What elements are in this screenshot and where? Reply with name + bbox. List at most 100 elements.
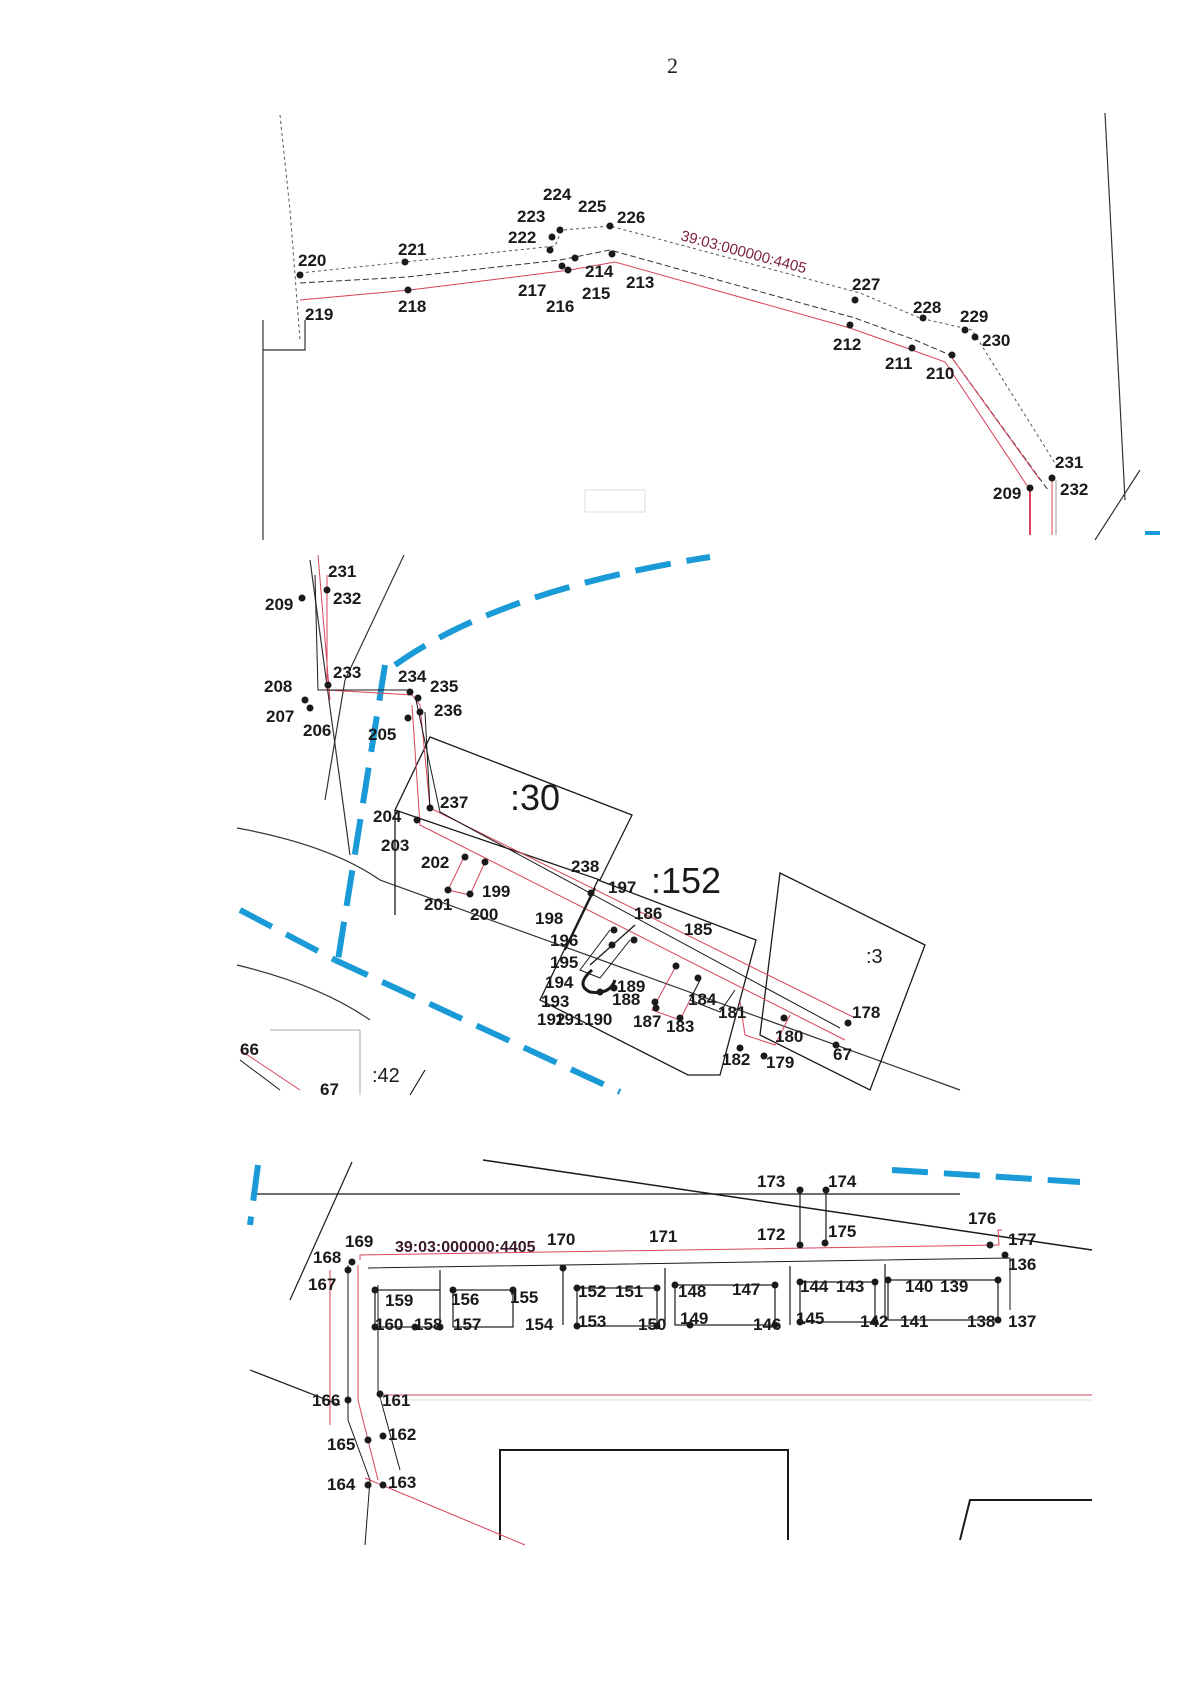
point-label: 186 (634, 904, 662, 923)
point-label: 211 (885, 354, 912, 373)
point-label: 237 (440, 793, 468, 812)
point-label: 234 (398, 667, 427, 686)
points-panel-1 (296, 222, 1056, 492)
point-label: 238 (571, 857, 599, 876)
parcel-label-30: :30 (510, 777, 560, 818)
point-label: 170 (547, 1230, 575, 1249)
point-label: 228 (913, 298, 941, 317)
point-label: 146 (753, 1315, 781, 1334)
points-panel-3 (344, 1186, 1009, 1489)
point-label: 231 (328, 562, 356, 581)
point-label: 174 (828, 1172, 857, 1191)
cadastral-number: 39:03:000000:4405 (679, 227, 808, 277)
point-label: 224 (543, 185, 572, 204)
point-label: 195 (550, 953, 578, 972)
point-label: 212 (833, 335, 861, 354)
point-label: 233 (333, 663, 361, 682)
panel-2: 209 231 232 208 207 206 233 205 234 235 … (236, 554, 961, 1099)
point-label: 141 (900, 1312, 928, 1331)
point-label: 144 (800, 1277, 829, 1296)
points-panel-2 (298, 586, 852, 1060)
point-label: 231 (1055, 453, 1083, 472)
point-label: 152 (578, 1282, 606, 1301)
point-label: 232 (333, 589, 361, 608)
point-label: 140 (905, 1277, 933, 1296)
point-label: 173 (757, 1172, 785, 1191)
point-label: 203 (381, 836, 409, 855)
point-label: 169 (345, 1232, 373, 1251)
point-label: 167 (308, 1275, 336, 1294)
panel-1: 220 219 221 218 223 222 224 225 226 214 … (262, 112, 1160, 541)
point-label: 178 (852, 1003, 880, 1022)
point-label: 172 (757, 1225, 785, 1244)
point-label: 164 (327, 1475, 356, 1494)
point-label: 197 (608, 878, 636, 897)
point-label: 145 (796, 1309, 824, 1328)
point-label: 187 (633, 1012, 661, 1031)
point-label: 214 (585, 262, 614, 281)
point-label: 201 (424, 895, 452, 914)
point-label: 222 (508, 228, 536, 247)
point-label: 177 (1008, 1230, 1036, 1249)
point-label: 220 (298, 251, 326, 270)
point-label: 230 (982, 331, 1010, 350)
point-label: 213 (626, 273, 654, 292)
point-label: 185 (684, 920, 712, 939)
point-label: 204 (373, 807, 402, 826)
point-label: 160 (375, 1315, 403, 1334)
point-label: 196 (550, 931, 578, 950)
point-label: 219 (305, 305, 333, 324)
point-label: 184 (688, 990, 717, 1009)
point-label: 66 (240, 1040, 259, 1059)
point-label: 188 (612, 990, 640, 1009)
parcel-label-152: :152 (651, 860, 721, 901)
point-label: 165 (327, 1435, 355, 1454)
point-label: 199 (482, 882, 510, 901)
point-label: 207 (266, 707, 294, 726)
point-label: 189 (617, 977, 645, 996)
point-label: 218 (398, 297, 426, 316)
point-label: 168 (313, 1248, 341, 1267)
point-label: 156 (451, 1290, 479, 1309)
parcel-label-42: :42 (372, 1065, 400, 1087)
point-label: 226 (617, 208, 645, 227)
point-label: 221 (398, 240, 426, 259)
parcel-label-3: :3 (866, 946, 883, 968)
point-label: 202 (421, 853, 449, 872)
point-label: 206 (303, 721, 331, 740)
point-label: 200 (470, 905, 498, 924)
point-label: 223 (517, 207, 545, 226)
point-label: 210 (926, 364, 954, 383)
point-label: 153 (578, 1312, 606, 1331)
point-label: 183 (666, 1017, 694, 1036)
point-label: 151 (615, 1282, 643, 1301)
point-label: 162 (388, 1425, 416, 1444)
point-label: 209 (265, 595, 293, 614)
panel-3: 169 168 167 39:03:000000:4405 170 171 17… (247, 1159, 1093, 1546)
point-label: 171 (649, 1227, 677, 1246)
point-label: 180 (775, 1027, 803, 1046)
cadastral-number: 39:03:000000:4405 (395, 1239, 536, 1256)
point-label: 137 (1008, 1312, 1036, 1331)
point-label: 163 (388, 1473, 416, 1492)
point-label: 193 (541, 992, 569, 1011)
point-label: 148 (678, 1282, 706, 1301)
point-label: 149 (680, 1309, 708, 1328)
point-label: 235 (430, 677, 458, 696)
point-label: 136 (1008, 1255, 1036, 1274)
point-label: 236 (434, 701, 462, 720)
point-label: 138 (967, 1312, 995, 1331)
point-label: 205 (368, 725, 396, 744)
point-label: 143 (836, 1277, 864, 1296)
page-number: 2 (667, 53, 678, 78)
point-label: 192 (537, 1010, 565, 1029)
point-label: 191 (555, 1010, 583, 1029)
point-label: 194 (545, 973, 574, 992)
point-label: 154 (525, 1315, 554, 1334)
point-label: 175 (828, 1222, 856, 1241)
point-label: 209 (993, 484, 1021, 503)
point-label: 179 (766, 1053, 794, 1072)
point-label: 216 (546, 297, 574, 316)
point-label: 142 (860, 1312, 888, 1331)
